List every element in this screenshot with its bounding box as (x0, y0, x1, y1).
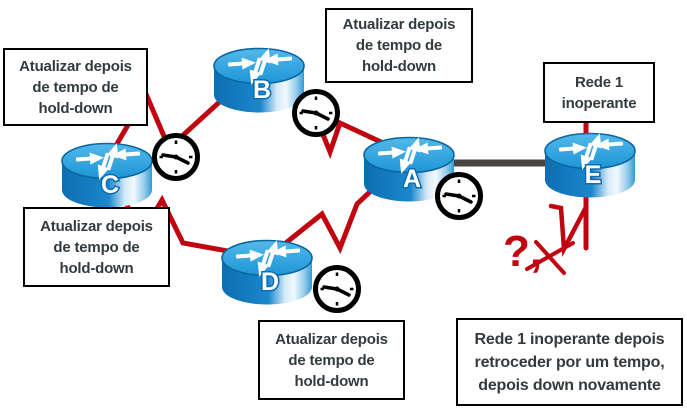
router-d-label: D (261, 268, 279, 296)
holddown-clocks (155, 92, 481, 311)
router-a-icon: A (364, 135, 454, 201)
label-line: Atualizar depois (40, 217, 153, 235)
clock-icon-c (155, 136, 198, 179)
router-e-icon: E (545, 131, 635, 197)
label-line: de tempo de (32, 78, 119, 96)
clock-icon-a (438, 175, 481, 218)
label-line: de tempo de (53, 238, 140, 256)
router-d-icon: D (222, 238, 312, 304)
label-line: hold-down (38, 99, 113, 117)
label-line: hold-down (59, 259, 134, 277)
label-box-holddown-c-bottom: Atualizar depois de tempo de hold-down (23, 207, 170, 287)
router-c-label: C (101, 171, 119, 199)
label-box-network1-history: Rede 1 inoperante depois retroceder por … (456, 318, 683, 406)
link-c-b-flapping (104, 63, 262, 164)
router-e-label: E (585, 161, 602, 189)
clock-icon-b (295, 92, 338, 135)
label-line: inoperante (561, 94, 637, 112)
label-box-holddown-d: Atualizar depois de tempo de hold-down (258, 320, 405, 400)
label-box-holddown-b: Atualizar depois de tempo de hold-down (325, 8, 473, 83)
x-mark-icon (525, 240, 575, 275)
router-c-icon: C (62, 141, 152, 207)
query-mark: ?, (503, 227, 542, 276)
label-box-network1-down: Rede 1 inoperante (543, 62, 655, 123)
router-b-label: B (253, 76, 271, 104)
label-box-holddown-c-top: Atualizar depois de tempo de hold-down (3, 48, 148, 126)
routers: B C A D E (62, 46, 635, 304)
label-line: Atualizar depois (275, 330, 388, 348)
label-line: Atualizar depois (19, 57, 132, 75)
label-line: de tempo de (288, 351, 375, 369)
router-a-label: A (403, 165, 421, 193)
label-line: depois down novamente (478, 376, 661, 394)
label-line: Rede 1 inoperante depois (474, 330, 665, 348)
label-line: Rede 1 (575, 73, 623, 91)
label-line: retroceder por um tempo, (474, 353, 665, 371)
label-line: Atualizar depois (342, 16, 456, 33)
flap-zigzag-icon (548, 203, 589, 258)
router-b-icon: B (214, 46, 304, 112)
network1-failure-annotation: ?, (503, 203, 589, 276)
label-line: hold-down (294, 372, 369, 390)
label-line: hold-down (361, 58, 436, 75)
clock-icon-d (316, 268, 359, 311)
label-line: de tempo de (355, 37, 443, 54)
